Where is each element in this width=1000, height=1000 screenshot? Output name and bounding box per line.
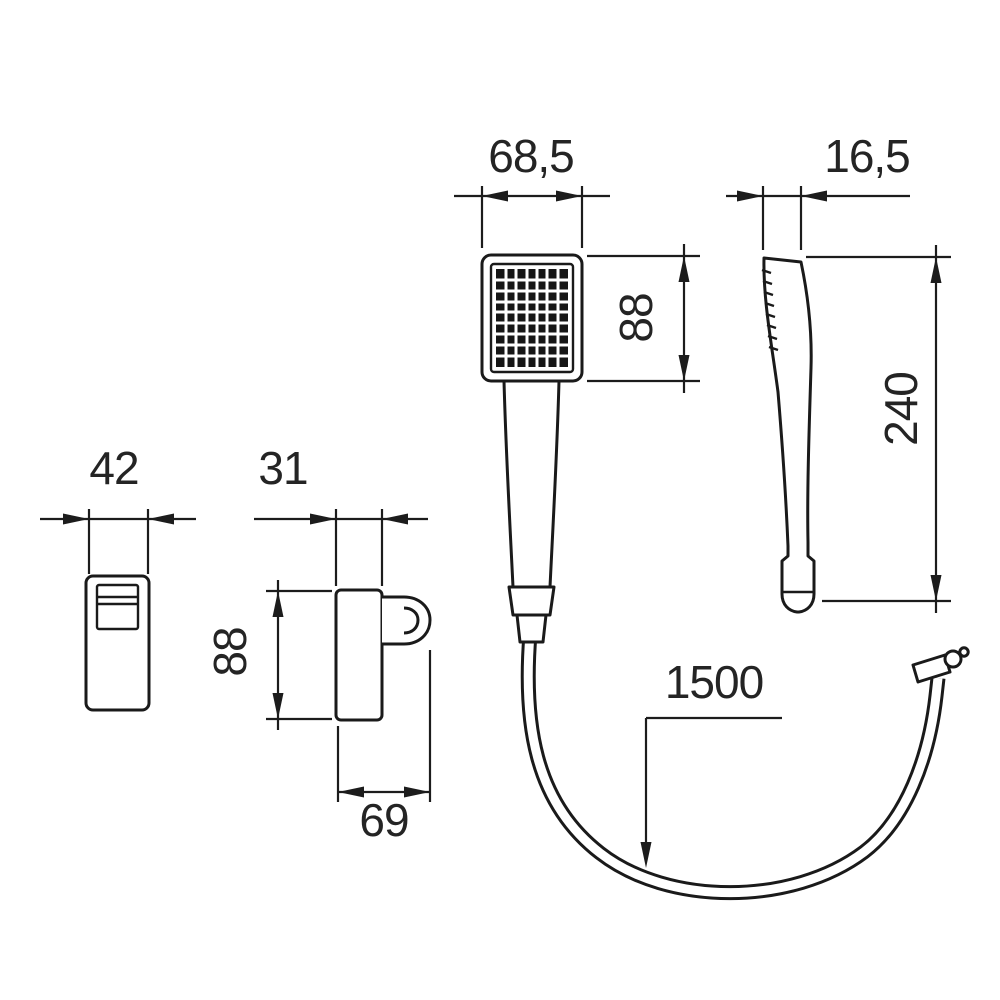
dim-head-width: 68,5 — [454, 130, 610, 248]
dim-bracket-front-width: 42 — [40, 442, 196, 574]
dim-bracket-depth-label: 69 — [359, 794, 408, 846]
arrowhead-left — [801, 190, 827, 202]
wall-bracket-side-view — [334, 588, 432, 722]
head-inner-frame — [489, 262, 575, 374]
handshower-profile-outline — [762, 256, 816, 614]
shower-hose — [520, 633, 946, 901]
handle-nut-upper — [507, 585, 556, 617]
dim-profile-width-label: 16,5 — [824, 130, 910, 182]
arrowhead-down — [640, 842, 652, 868]
bracket-side-body — [334, 588, 384, 722]
dim-bracket-side-width-label: 31 — [258, 442, 307, 494]
arrowhead-down — [272, 693, 284, 719]
dim-profile-height: 240 — [806, 245, 951, 613]
arrowhead-down — [678, 355, 690, 381]
dim-head-width-label: 68,5 — [488, 130, 574, 182]
handshower-front-view — [480, 253, 584, 644]
dim-hose-length-label: 1500 — [665, 656, 763, 708]
dim-bracket-height-label: 88 — [204, 627, 256, 676]
arrowhead-up — [272, 591, 284, 617]
bracket-hook-inner — [403, 606, 420, 635]
dim-bracket-height: 88 — [204, 580, 332, 730]
hose-core — [523, 633, 943, 898]
dim-head-height: 88 — [587, 244, 700, 393]
spray-face-grid — [496, 269, 568, 367]
bracket-front-body — [84, 574, 151, 712]
spray-face-ribs — [761, 268, 779, 352]
arrowhead-up — [930, 257, 942, 283]
arrowhead-left — [148, 513, 174, 525]
arrowhead-right — [404, 786, 430, 798]
hose-tip — [958, 646, 970, 658]
arrowhead-down — [930, 575, 942, 601]
dim-bracket-depth: 69 — [336, 650, 432, 846]
arrowhead-left — [338, 786, 364, 798]
handshower-side-view — [761, 256, 816, 614]
dim-head-height-label: 88 — [610, 293, 662, 342]
handle-front — [502, 379, 561, 589]
arrowhead-right — [556, 190, 582, 202]
arrowhead-up — [678, 256, 690, 282]
dim-bracket-front-width-label: 42 — [89, 442, 138, 494]
bracket-front-slot — [95, 583, 140, 631]
dim-hose-length: 1500 — [640, 656, 782, 868]
dim-profile-width: 16,5 — [726, 130, 911, 250]
bracket-hook — [382, 595, 432, 646]
hose-end-connector — [911, 646, 970, 684]
arrowhead-right — [63, 513, 89, 525]
arrowhead-right — [310, 513, 336, 525]
arrowhead-left — [482, 190, 508, 202]
dim-bracket-side-width: 31 — [254, 442, 428, 586]
wall-bracket-front-view — [84, 574, 151, 712]
arrowhead-left — [382, 513, 408, 525]
arrowhead-right — [737, 190, 763, 202]
hose-ball-joint — [943, 649, 963, 669]
handle-nut-lower — [515, 613, 548, 644]
dim-profile-height-label: 240 — [875, 372, 927, 446]
